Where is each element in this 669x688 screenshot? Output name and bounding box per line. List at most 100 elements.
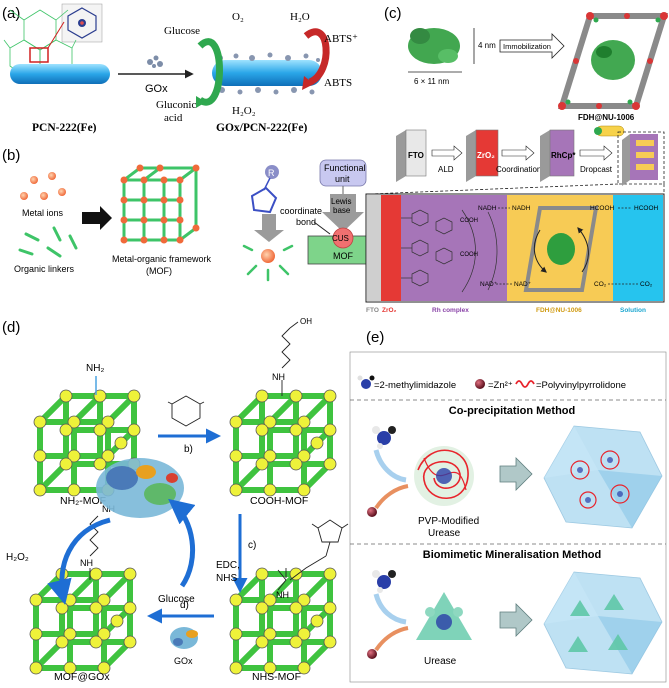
- gox-enzyme-large: [96, 458, 184, 518]
- co2-label-1: CO₂: [594, 281, 607, 288]
- method-biomimetic-title: Biomimetic Mineralisation Method: [423, 549, 601, 561]
- panel-a: (a) GOx: [2, 3, 358, 134]
- step-c-label: c): [248, 540, 256, 551]
- gox-small-label: GOx: [174, 656, 193, 666]
- nu-1006-framework: [557, 12, 669, 110]
- gox-protein-small: [170, 627, 198, 649]
- imidazole-molecule-2: [372, 570, 396, 593]
- cube-node: [123, 635, 137, 649]
- cube-node: [110, 614, 124, 628]
- r-group-label: R: [268, 168, 275, 178]
- approach-arrow-2: [373, 593, 407, 625]
- cube-node: [123, 567, 137, 581]
- cube-node: [323, 389, 337, 403]
- cooh-label-2: COOH: [460, 252, 478, 258]
- cube-node: [255, 567, 269, 581]
- cube-node: [263, 449, 277, 463]
- mof-gox-label: MOF@GOx: [54, 671, 110, 683]
- mof-label-2: (MOF): [146, 266, 172, 276]
- pvp-urease-label-1: PVP-Modified: [418, 516, 479, 527]
- cube-cooh-mof: [229, 389, 337, 497]
- interface-labels: NADH NADH HCOOH HCOOH NAD⁺ NAD⁺ CO₂ CO₂: [478, 205, 659, 288]
- method-coprecipitation-title: Co-precipitation Method: [449, 405, 576, 417]
- abts-cycle-arrow: [303, 28, 330, 86]
- functional-label-2: unit: [335, 174, 350, 184]
- panel-c-tag: (c): [384, 5, 402, 22]
- cube-node: [289, 389, 303, 403]
- cube-node: [297, 593, 311, 607]
- zoom-guide-left: [369, 183, 619, 195]
- cube-node: [255, 457, 269, 471]
- nad-label-1: NAD⁺: [480, 281, 497, 288]
- cube-node: [229, 449, 243, 463]
- hcooh-label-1: HCOOH: [590, 205, 615, 212]
- cube-node: [229, 483, 243, 497]
- imidazole-icon: R: [250, 165, 284, 242]
- ald-arrow: [431, 145, 463, 161]
- nh2-mof-label: NH₂-MOF: [60, 495, 106, 507]
- cube-node: [263, 661, 277, 675]
- immobilization-label: Immobilization: [503, 42, 551, 51]
- hcooh-label-2: HCOOH: [634, 205, 659, 212]
- glucose-cycle-arrow: [197, 38, 223, 106]
- process-arrow-1: [499, 457, 533, 491]
- cube-node: [127, 389, 141, 403]
- pvp-urease-cluster: [414, 446, 474, 506]
- nadh-label-2: NADH: [512, 205, 531, 212]
- cube-node: [93, 423, 107, 437]
- nhs-nh-label: NH: [276, 590, 289, 600]
- panel-e-tag: (e): [366, 329, 384, 346]
- step-d-label: d): [180, 600, 189, 611]
- cube-node: [229, 415, 243, 429]
- lewis-label-1: Lewis: [331, 197, 351, 206]
- zoom-line: [47, 21, 65, 49]
- legend-fto: FTO: [366, 307, 379, 314]
- cube-node: [97, 593, 111, 607]
- panel-e-frame: [349, 351, 667, 683]
- nhs-ester-icon: [289, 519, 349, 581]
- cube-node: [55, 635, 69, 649]
- cube-node: [323, 423, 337, 437]
- linker-sticks: [18, 226, 78, 258]
- metal-ion-dots: [20, 172, 66, 200]
- zoom-box: [29, 47, 49, 63]
- cube-node: [310, 614, 324, 628]
- nadh-label-1: NADH: [478, 205, 497, 212]
- panel-e: (e) =2-methylimidazole =Zn²⁺ =Polyvinylp…: [349, 329, 667, 683]
- caption-pcn-222: PCN-222(Fe): [32, 122, 97, 134]
- cus-label: CUS: [332, 234, 349, 243]
- legend-solution: Solution: [620, 307, 646, 314]
- zn-ion-1: [367, 507, 377, 517]
- cube-node: [29, 661, 43, 675]
- zif-crystal-2: [543, 571, 663, 675]
- cube-node: [297, 661, 311, 675]
- cube-node: [63, 661, 77, 675]
- enzyme-decoration: [217, 52, 320, 95]
- mof-label-1: Metal-organic framework: [112, 254, 212, 264]
- mof-grid-icon: [120, 164, 200, 244]
- fdh-protein-icon: [408, 28, 460, 64]
- gox-linker-chain: [89, 515, 99, 580]
- co2-label-2: CO₂: [640, 281, 653, 288]
- cube-node: [97, 661, 111, 675]
- panel-b: (b) Metal ions Organic linkers: [2, 147, 377, 282]
- pvp-urease-label-2: Urease: [428, 528, 461, 539]
- cube-node: [59, 389, 73, 403]
- panel-b-tag: (b): [2, 147, 20, 164]
- cube-node: [97, 627, 111, 641]
- zif-crystal-1: [543, 425, 663, 529]
- cube-node: [29, 593, 43, 607]
- abts-ox-label: ABTS⁺: [324, 33, 358, 45]
- panel-d: (d) NH₂ NH₂-MOF COOH-MOF NHS-MOF MOF@GOx…: [2, 317, 349, 683]
- cube-node: [255, 423, 269, 437]
- legend-pvp: =Polyvinylpyrrolidone: [536, 380, 626, 391]
- dropcast-arrow: [579, 145, 613, 161]
- cooh-label-1: COOH: [460, 218, 478, 224]
- gluconic-label-1: Gluconic: [156, 99, 196, 111]
- urease-label: Urease: [424, 656, 457, 667]
- cus-site: [332, 227, 354, 249]
- cube-node: [63, 627, 77, 641]
- glucose-arrow: [168, 498, 196, 588]
- mof-rod-icon: [594, 125, 625, 137]
- cube-node: [93, 457, 107, 471]
